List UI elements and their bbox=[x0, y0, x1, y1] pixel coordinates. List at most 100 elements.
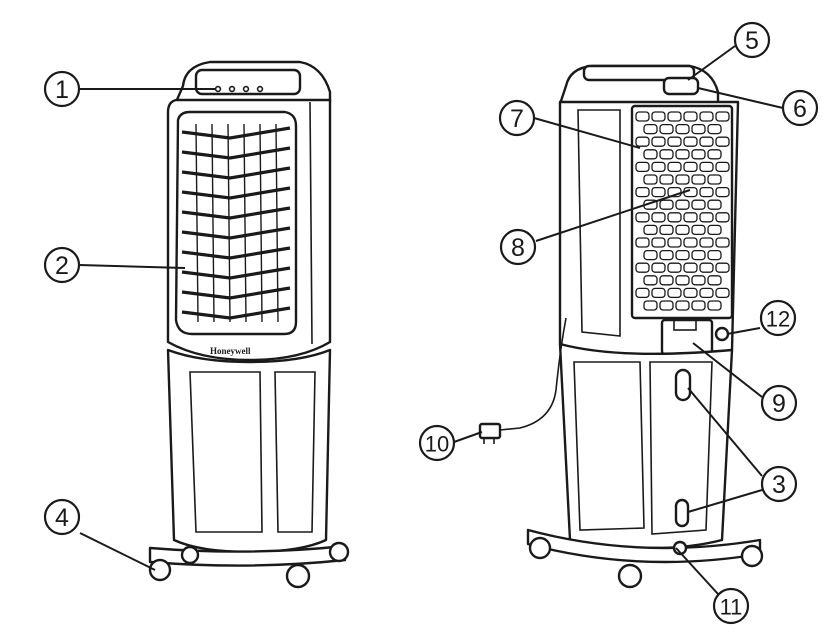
svg-text:12: 12 bbox=[766, 307, 790, 332]
louver-slat bbox=[181, 186, 291, 200]
svg-text:6: 6 bbox=[793, 95, 807, 123]
honeycomb-cell bbox=[691, 123, 706, 135]
callout-1: 1 bbox=[43, 70, 81, 108]
honeycomb-cell bbox=[675, 199, 690, 210]
honeycomb-cell bbox=[683, 111, 698, 122]
honeycomb-cell bbox=[675, 123, 690, 135]
honeycomb-cell bbox=[667, 262, 682, 273]
honeycomb-cell bbox=[715, 262, 730, 273]
honeycomb-cell bbox=[707, 224, 722, 236]
honeycomb-cell bbox=[635, 212, 650, 223]
honeycomb-cell bbox=[699, 287, 714, 299]
brand-label: Honeywell bbox=[210, 346, 251, 356]
svg-text:9: 9 bbox=[772, 390, 786, 418]
honeycomb-cell bbox=[683, 262, 698, 273]
callout-8: 8 bbox=[499, 228, 537, 266]
honeycomb-cell bbox=[683, 287, 698, 299]
honeycomb-cell bbox=[715, 136, 730, 147]
callout-12: 12 bbox=[759, 299, 797, 337]
louver-slat bbox=[181, 226, 291, 240]
honeycomb-cell bbox=[715, 186, 730, 198]
svg-text:5: 5 bbox=[745, 27, 759, 55]
power-cord bbox=[499, 317, 567, 431]
honeycomb-cell bbox=[659, 275, 674, 286]
leader-lines bbox=[78, 45, 784, 595]
svg-text:4: 4 bbox=[55, 504, 69, 532]
honeycomb-cell bbox=[699, 186, 714, 198]
honeycomb-cell bbox=[683, 161, 698, 173]
drain-plug-icon bbox=[714, 326, 730, 342]
honeycomb-cell bbox=[643, 123, 658, 135]
front-caster-wheels bbox=[148, 541, 350, 589]
honeycomb-cell bbox=[707, 275, 722, 286]
louver-rib bbox=[259, 123, 263, 323]
honeycomb-cell bbox=[667, 287, 682, 299]
honeycomb-cell bbox=[715, 212, 730, 223]
back-view-cooler bbox=[478, 64, 764, 589]
honeycomb-cell bbox=[659, 199, 674, 210]
water-level-indicator-lower bbox=[674, 498, 690, 528]
honeycomb-cell bbox=[675, 149, 690, 160]
honeycomb-cell bbox=[715, 111, 730, 122]
honeycomb-cell bbox=[651, 186, 666, 198]
honeycomb-cell bbox=[643, 275, 658, 286]
honeycomb-cell bbox=[707, 149, 722, 160]
louver-rib bbox=[227, 123, 231, 323]
honeycomb-cell bbox=[707, 123, 722, 135]
honeycomb-cell bbox=[691, 224, 706, 236]
svg-text:8: 8 bbox=[511, 234, 525, 262]
louver-slat bbox=[181, 206, 291, 220]
callout-2: 2 bbox=[43, 246, 81, 284]
honeycomb-cell bbox=[635, 136, 650, 147]
honeycomb-cell bbox=[667, 136, 682, 147]
honeycomb-cell bbox=[699, 136, 714, 147]
callout-9: 9 bbox=[760, 384, 798, 422]
honeycomb-cell bbox=[691, 300, 706, 311]
svg-text:10: 10 bbox=[425, 432, 449, 457]
front-louvers bbox=[181, 123, 291, 323]
rear-pad-grid bbox=[635, 111, 730, 311]
callout-3: 3 bbox=[760, 465, 798, 503]
honeycomb-cell bbox=[667, 237, 682, 248]
honeycomb-cell bbox=[651, 237, 666, 248]
honeycomb-cell bbox=[651, 161, 666, 173]
honeycomb-cell bbox=[715, 161, 730, 173]
honeycomb-cell bbox=[659, 249, 674, 261]
honeycomb-cell bbox=[667, 161, 682, 173]
honeycomb-cell bbox=[659, 149, 674, 160]
back-control-panel bbox=[582, 64, 696, 82]
honeycomb-cell bbox=[635, 161, 650, 173]
svg-text:7: 7 bbox=[510, 105, 524, 133]
louver-rib bbox=[243, 123, 247, 323]
honeycomb-cell bbox=[675, 249, 690, 261]
power-plug bbox=[478, 422, 502, 440]
water-level-indicator-upper bbox=[674, 368, 692, 402]
honeycomb-cell bbox=[683, 237, 698, 248]
honeycomb-cell bbox=[635, 262, 650, 273]
callout-10: 10 bbox=[418, 424, 456, 462]
louver-slat bbox=[181, 146, 291, 160]
honeycomb-cell bbox=[707, 199, 722, 210]
honeycomb-cell bbox=[699, 212, 714, 223]
honeycomb-cell bbox=[707, 300, 722, 311]
honeycomb-cell bbox=[691, 275, 706, 286]
honeycomb-cell bbox=[691, 174, 706, 185]
honeycomb-cell bbox=[635, 186, 650, 198]
honeycomb-cell bbox=[659, 123, 674, 135]
honeycomb-cell bbox=[659, 224, 674, 236]
honeycomb-cell bbox=[707, 249, 722, 261]
callout-11: 11 bbox=[712, 587, 750, 625]
honeycomb-cell bbox=[643, 249, 658, 261]
honeycomb-cell bbox=[715, 287, 730, 299]
honeycomb-cell bbox=[643, 174, 658, 185]
honeycomb-cell bbox=[635, 287, 650, 299]
water-fill-lid bbox=[662, 76, 700, 96]
honeycomb-cell bbox=[635, 111, 650, 122]
honeycomb-cell bbox=[675, 300, 690, 311]
svg-text:3: 3 bbox=[772, 471, 786, 499]
honeycomb-cell bbox=[691, 249, 706, 261]
honeycomb-cell bbox=[715, 237, 730, 248]
honeycomb-cell bbox=[651, 212, 666, 223]
honeycomb-cell bbox=[651, 262, 666, 273]
callout-4: 4 bbox=[43, 498, 81, 536]
